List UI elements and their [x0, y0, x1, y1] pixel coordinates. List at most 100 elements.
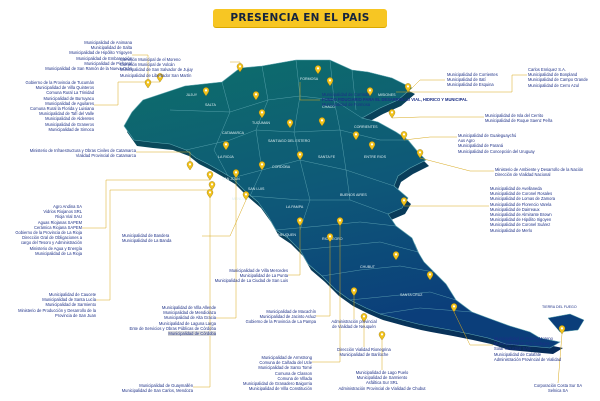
label-line: Administración Provincial de Vialidad de… — [338, 385, 426, 391]
title-banner: PRESENCIA EN EL PAIS — [213, 9, 387, 27]
label-line: Municipalidad de Roque Saenz Peña — [485, 118, 553, 124]
location-pin-icon — [208, 181, 216, 191]
location-pin-icon — [314, 65, 322, 75]
label-line: Municipalidad de Puerto Moreno — [494, 336, 553, 341]
label-group-santa-fe: Municipalidad de Armstrong Comuna de Cañ… — [196, 355, 312, 391]
label-line: Comuna de Cañada del Ucle — [259, 360, 312, 366]
label-line: Comuna Rural la Florida y Luisiana — [30, 105, 94, 111]
location-pin-icon — [186, 161, 194, 171]
label-line: Municipalidad de Merlo — [490, 227, 533, 233]
label-line: Municipalidad de Jacinto Aráuz — [259, 314, 316, 320]
location-pin-icon — [232, 169, 240, 179]
province-label: CHACO — [322, 105, 335, 109]
label-group-la-pampa: Municipalidad de Macachín Municipalidad … — [220, 309, 316, 325]
label-group-buenos-aires: Municipalidad de Avellaneda Municipalida… — [490, 186, 585, 233]
label-group-tucuman: Gobierno de la Provincia de Tucumán Muni… — [2, 80, 95, 132]
label-line: Gobierno de la Provincia de La Pampa — [245, 319, 316, 325]
leader-line — [82, 179, 210, 229]
label-line: Municipalidad de La Banda — [122, 238, 172, 244]
location-pin-icon — [144, 79, 152, 89]
location-pin-icon — [206, 189, 214, 199]
province-label: RIO NEGRO — [322, 237, 343, 241]
label-line: Municipalidad de Hipólito Irigoyen — [490, 217, 552, 223]
leader-line — [316, 242, 331, 317]
province-label: SAN JUAN — [222, 177, 240, 181]
label-line: Municipalidad de La Rioja — [35, 250, 82, 256]
leader-line — [453, 311, 493, 346]
label-line: Ministerio de Ambiente y Desarrollo de l… — [495, 167, 584, 172]
leader-line — [288, 226, 301, 276]
label-line: Municipalidad de La Ciudad de San Luis — [214, 278, 288, 284]
location-pin-icon — [352, 131, 360, 141]
label-line: Ministerio de Producción y Desarrollo de… — [18, 307, 96, 313]
label-line: Comuna Rural La Trinidad — [46, 90, 94, 96]
label-group-corrientes: Municipalidad de Corrientes Municipalida… — [447, 72, 537, 88]
location-pin-icon — [426, 271, 434, 281]
province-label: SANTA FE — [318, 155, 336, 159]
label-line: Municipalidad de Bariloche — [339, 352, 389, 358]
label-line: Vialidad Provincial de Catamarca — [75, 153, 136, 159]
label-line: Municipalidad de Córdoba — [84, 330, 216, 336]
label-line: Municipalidad de Lomas de Zamora — [490, 196, 556, 202]
label-line: Municipalidad de Santa Lucía — [42, 297, 96, 303]
label-line: Comisión Municipal de el Moreno — [120, 57, 181, 62]
label-group-cordoba: Municipalidad de Villa Allende Municipal… — [84, 305, 216, 336]
location-pin-icon — [242, 191, 250, 201]
label-line: Aus Agro — [458, 138, 475, 144]
label-line: Corporación Costa Sur SA — [533, 383, 583, 388]
label-line: Gobierno de la Provincia de Tucumán — [25, 80, 95, 85]
label-line: Provincia de San Juan — [55, 312, 96, 318]
location-pin-icon — [258, 161, 266, 171]
label-line: Municipalidad de Coronel Rosales — [490, 191, 553, 197]
province-label: SANTA CRUZ — [400, 293, 423, 297]
label-group-chaco: Municipalidad de Isla del Cerrito Munici… — [485, 113, 585, 123]
location-pin-icon — [558, 325, 566, 335]
leader-line — [202, 199, 247, 237]
label-line: Municipalidad de Mendiolaza — [163, 310, 216, 316]
leader-line — [407, 79, 445, 93]
label-line: Municipalidad de Esquina — [447, 82, 494, 88]
label-line: Municipalidad de Corrinda — [322, 92, 370, 97]
label-line: Municipalidad de Concepción del Uruguay — [458, 148, 535, 154]
leader-line — [132, 54, 149, 88]
leader-line — [193, 198, 211, 388]
label-group-misiones: Carlos Enriquez S.A. Municipalidad de Bo… — [528, 67, 598, 88]
label-line: Dirección Gral de Obligaciones a — [22, 235, 82, 241]
location-pin-icon — [368, 141, 376, 151]
location-pin-icon — [392, 251, 400, 261]
highlighted-label: Municipalidad de Córdoba — [168, 330, 216, 336]
leader-line — [94, 81, 160, 106]
label-group-la-rioja: Agro Andina SA Vidrios Riojanos SRL Rioj… — [2, 204, 82, 256]
province-label: MENDOZA — [232, 197, 251, 201]
label-line: Comuna de Classon — [274, 370, 312, 376]
label-group-formosa: Municipalidad de Corrinda FONDO FIDUCIAR… — [322, 92, 472, 108]
label-line: Municipalidad de San Ramón de la Nueva O… — [45, 65, 132, 71]
province-label: CORDOBA — [272, 165, 291, 169]
label-line: Municipalidad de Embarcación — [76, 55, 132, 61]
label-line: Municipalidad de Calafate — [494, 351, 542, 357]
location-pin-icon — [296, 151, 304, 161]
label-line: Municipalidad de Campo Grande — [528, 77, 588, 83]
label-line: Comisión Municipal de Volcán — [120, 62, 175, 68]
label-line: Municipalidad de Villa Quinteros — [35, 85, 94, 91]
location-pin-icon — [222, 141, 230, 151]
leader-line — [136, 151, 191, 170]
province-label: NEUQUEN — [278, 233, 296, 237]
label-line: Municipalidad de Río Gallegos — [494, 341, 550, 347]
label-line: Municipalidad de Gualeguaychú — [458, 133, 517, 138]
location-pin-icon — [156, 73, 164, 83]
label-line: FONDO FIDUCIARIO PARA EL DESARROLLO VIAL… — [322, 97, 468, 103]
province-label: CHUBUT — [360, 265, 376, 269]
province-label: SAN LUIS — [248, 187, 265, 191]
label-line: Selnica SA — [547, 388, 569, 394]
label-line: Municipalidad de Simoca — [48, 126, 94, 132]
location-pin-icon — [318, 117, 326, 127]
label-line: Municipalidad de Sarmiento — [356, 375, 408, 381]
label-line: Ente de Servicios y Obras Públicas de Có… — [129, 325, 216, 331]
label-line: Municipalidad de Florencio Varela — [490, 201, 552, 207]
label-line: Municipalidad de Villa Mercedes — [229, 268, 288, 273]
label-line: Municipalidad de Granadero Baigorria — [243, 380, 312, 386]
label-line: Municipalidad de Macachín — [266, 309, 316, 314]
label-line: Municipalidad de Guaymallén — [139, 383, 193, 388]
